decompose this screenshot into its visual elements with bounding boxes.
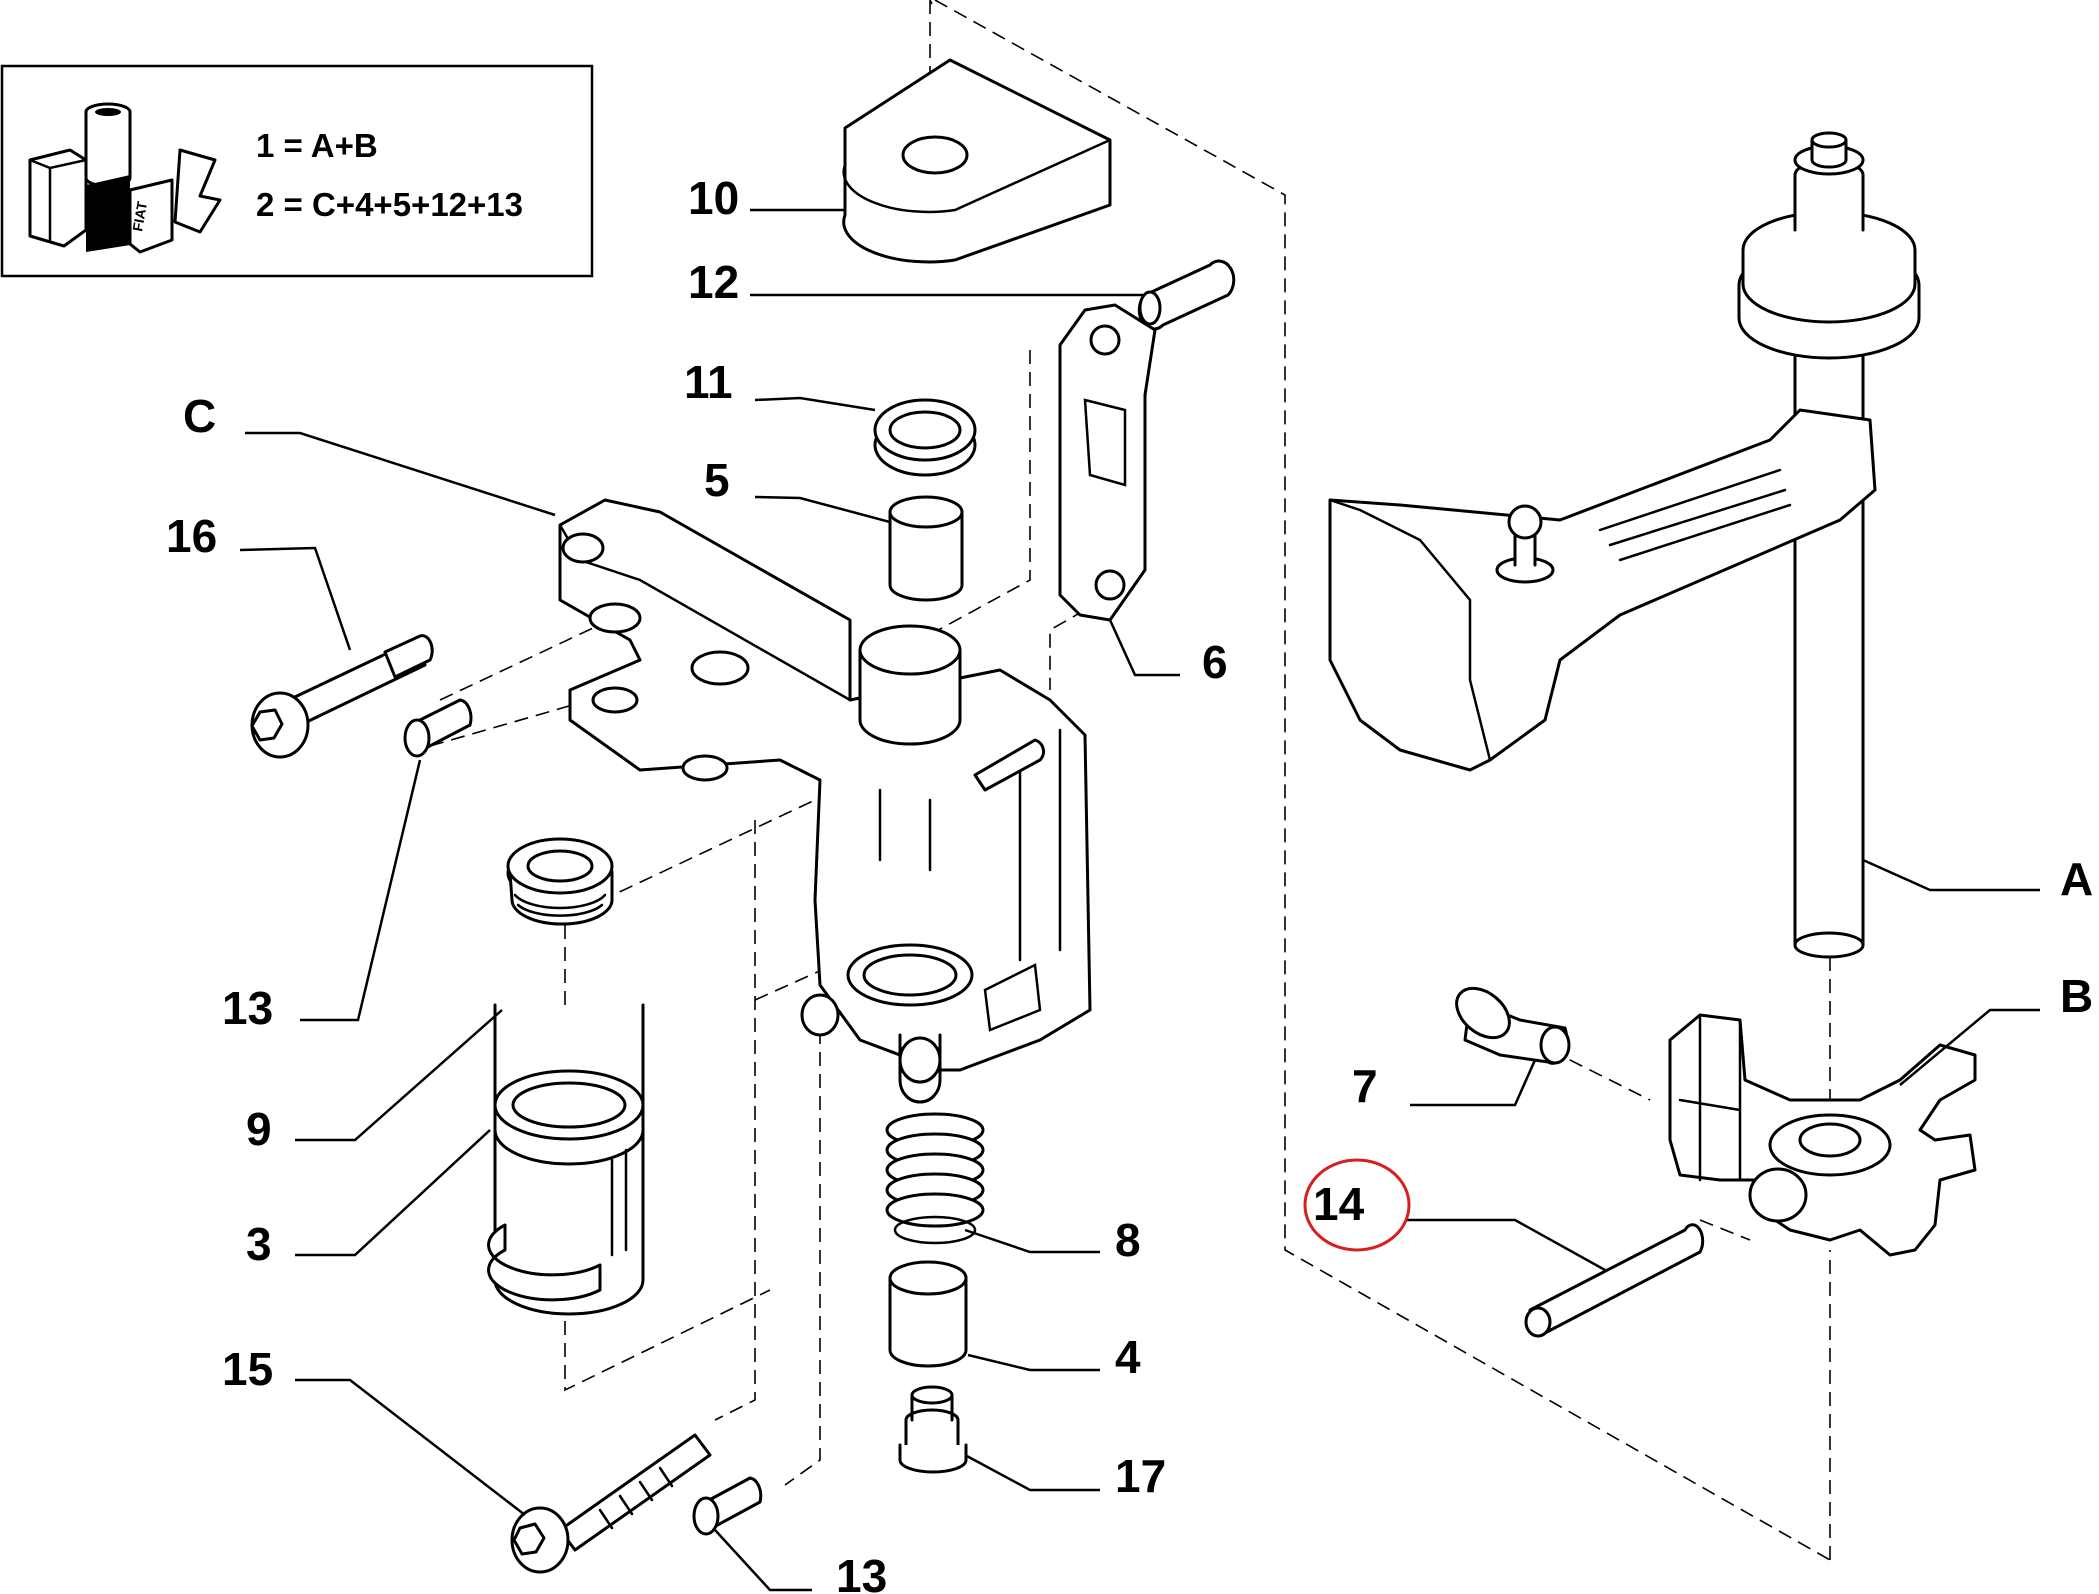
part-C-housing <box>558 498 1092 1104</box>
callout-8: 8 <box>1115 1214 1141 1266</box>
part-16-bolt <box>250 634 434 759</box>
callout-6: 6 <box>1202 636 1228 688</box>
part-4-bushing <box>888 1260 968 1368</box>
legend-line-2: 2 = C+4+5+12+13 <box>256 186 523 223</box>
callout-5: 5 <box>704 454 730 506</box>
legend-box: FIAT 1 = A+B 2 = C+4+5+12+13 <box>0 64 594 278</box>
part-13-pin-lower <box>692 1476 763 1536</box>
part-15-bolt <box>510 1433 712 1574</box>
callout-13-upper: 13 <box>222 982 273 1034</box>
part-14-roll-pin <box>1524 1223 1705 1338</box>
callout-4: 4 <box>1115 1331 1141 1383</box>
part-10-pad <box>842 58 1112 264</box>
part-A-selector-shaft <box>1328 131 1921 959</box>
part-6-gasket <box>1058 303 1157 622</box>
callout-3: 3 <box>246 1218 272 1270</box>
callout-13-lower: 13 <box>836 1550 887 1594</box>
callout-17: 17 <box>1115 1450 1166 1502</box>
callout-B: B <box>2060 970 2093 1022</box>
callout-7: 7 <box>1352 1060 1378 1112</box>
callout-14: 14 <box>1313 1178 1365 1230</box>
part-3-sleeve <box>487 1003 645 1316</box>
part-11-ring <box>873 398 977 477</box>
part-5-bushing <box>888 495 964 602</box>
callout-9: 9 <box>246 1103 272 1155</box>
callout-16: 16 <box>166 510 217 562</box>
legend-line-1: 1 = A+B <box>256 127 378 164</box>
assembly-guide-lines <box>429 0 1831 1561</box>
part-12-pin <box>1137 259 1236 331</box>
leader-lines <box>239 208 2040 1592</box>
callout-12: 12 <box>688 256 739 308</box>
callout-C: C <box>183 390 216 442</box>
part-9-plug <box>506 837 614 926</box>
callout-A: A <box>2060 853 2093 905</box>
part-17-plunger <box>898 1385 968 1474</box>
part-7-pin <box>1455 986 1571 1065</box>
callout-11: 11 <box>684 356 733 408</box>
callout-14-highlight-circle <box>1303 1158 1411 1252</box>
callout-15: 15 <box>222 1343 273 1395</box>
part-8-spring <box>885 1112 985 1245</box>
logo-text: FIAT <box>129 200 150 233</box>
fiat-kit-logo-icon: FIAT <box>28 102 222 254</box>
part-B-selector-finger <box>1668 1013 1977 1257</box>
part-13-pin-upper <box>403 698 473 758</box>
callout-10: 10 <box>688 172 739 224</box>
callout-labels: 10 12 11 5 C 16 6 13 9 3 8 4 15 17 13 A … <box>166 172 2093 1594</box>
